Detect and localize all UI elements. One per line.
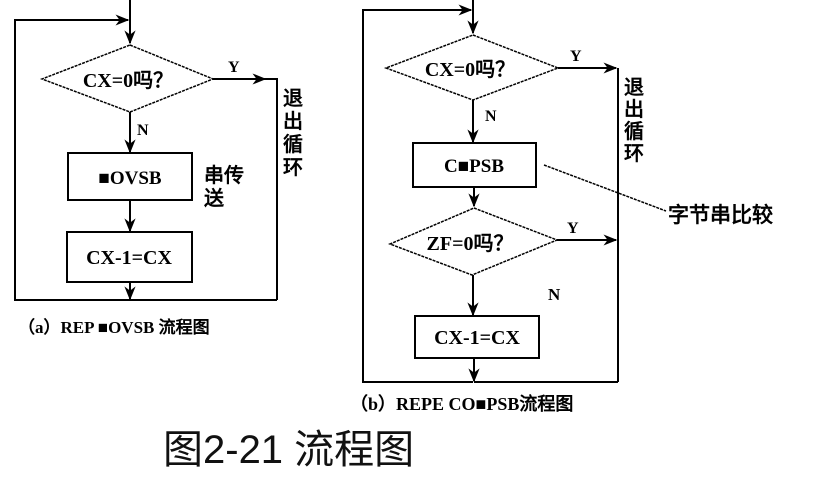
exit-char-a-4: 环 <box>283 155 303 179</box>
exit-char-a-3: 循 <box>283 132 303 156</box>
flowchart-a: CX=0吗？ Y 退 出 循 环 N ■OVSB 串传 送 CX-1=CX （a… <box>14 0 303 337</box>
decision-label-a: CX=0吗？ <box>83 70 173 92</box>
no-label-a: N <box>137 122 149 139</box>
process-label-cmpsb: C■PSB <box>444 156 504 177</box>
decision-diamond-a <box>39 44 216 113</box>
exit-line-a <box>265 78 278 300</box>
process-note-a-line2: 送 <box>204 186 225 210</box>
loop-back-line-a <box>14 14 130 301</box>
no-label-b1: N <box>485 108 497 125</box>
flowchart-b: CX=0吗？ Y 退 出 循 环 N C■PSB 字节串比较 ZF=0吗？ Y … <box>350 0 773 414</box>
exit-char-b-1: 退 <box>624 75 644 99</box>
yes-label-a: Y <box>228 59 240 76</box>
caption-b: （b）REPE CO■PSB流程图 <box>350 393 573 414</box>
process-note-a-line1: 串传 <box>204 163 244 187</box>
process-box-movsb <box>67 152 193 201</box>
exit-char-b-2: 出 <box>624 97 644 121</box>
decision-label-b1: CX=0吗？ <box>425 59 515 81</box>
process-label-movsb: ■OVSB <box>98 168 162 189</box>
decision-label-b2: ZF=0吗？ <box>427 233 514 255</box>
process-note-b: 字节串比较 <box>668 203 773 227</box>
yes-label-b2: Y <box>567 220 579 237</box>
process-box-decrement-b <box>414 315 540 359</box>
process-label-decrement-a: CX-1=CX <box>86 247 172 269</box>
annotation-leader-line <box>543 164 667 212</box>
yes-label-b1: Y <box>570 48 582 65</box>
exit-char-b-4: 环 <box>624 141 644 165</box>
caption-a: （a）REP ■OVSB 流程图 <box>18 317 210 337</box>
exit-char-a-1: 退 <box>283 86 303 110</box>
exit-char-a-2: 出 <box>283 109 303 133</box>
exit-char-b-3: 循 <box>624 119 644 143</box>
figure-title: 图2-21 流程图 <box>163 428 414 472</box>
no-label-b2: N <box>548 285 561 304</box>
loop-back-line-b <box>362 4 473 383</box>
process-label-decrement-b: CX-1=CX <box>434 327 520 349</box>
